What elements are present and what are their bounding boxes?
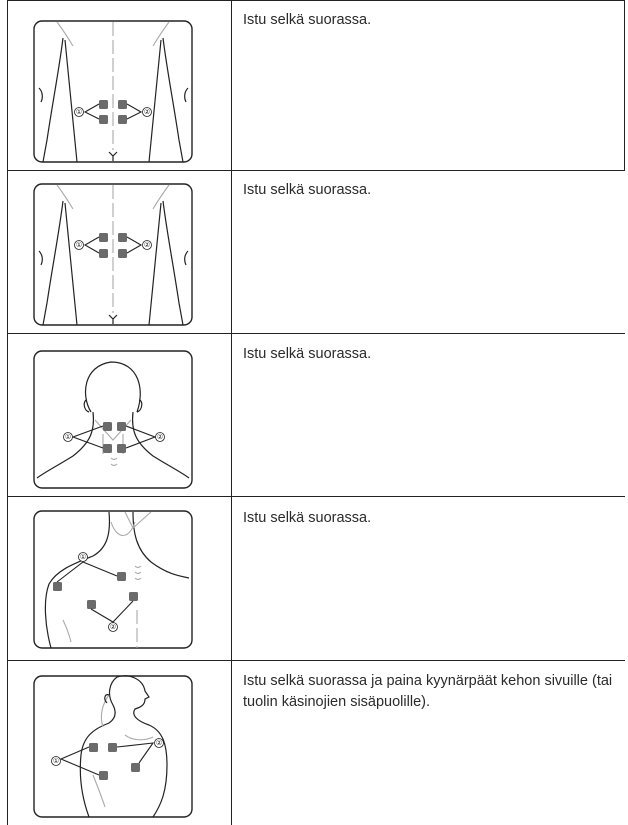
row-2-instruction: Istu selkä suorassa. bbox=[243, 180, 613, 201]
label-two: ② bbox=[144, 241, 150, 249]
label-two: ② bbox=[110, 623, 116, 631]
row-divider bbox=[7, 496, 625, 497]
row-4-instruction: Istu selkä suorassa. bbox=[243, 508, 613, 529]
table-top-border bbox=[7, 0, 625, 1]
table-left-border bbox=[7, 0, 8, 825]
neck-figure: ① ② bbox=[33, 350, 193, 490]
row-5-instruction: Istu selkä suorassa ja paina kyynärpäät … bbox=[243, 671, 613, 713]
lower-back-figure: ① ② bbox=[33, 20, 193, 164]
row-1-instruction: Istu selkä suorassa. bbox=[243, 10, 613, 31]
label-two: ② bbox=[156, 739, 162, 747]
label-one: ① bbox=[76, 108, 82, 116]
row-divider bbox=[7, 170, 625, 171]
shoulder-figure: ① ② bbox=[33, 510, 193, 650]
label-one: ① bbox=[76, 241, 82, 249]
label-one: ① bbox=[53, 757, 59, 765]
label-one: ① bbox=[80, 553, 86, 561]
side-shoulder-figure: ① ② bbox=[33, 675, 193, 819]
row-3-instruction: Istu selkä suorassa. bbox=[243, 344, 613, 365]
label-one: ① bbox=[65, 433, 71, 441]
label-two: ② bbox=[144, 108, 150, 116]
row-divider bbox=[7, 333, 625, 334]
table-right-border bbox=[624, 0, 625, 171]
mid-back-figure: ① ② bbox=[33, 183, 193, 327]
row-divider bbox=[7, 660, 625, 661]
label-two: ② bbox=[157, 433, 163, 441]
table-column-divider bbox=[231, 0, 232, 825]
